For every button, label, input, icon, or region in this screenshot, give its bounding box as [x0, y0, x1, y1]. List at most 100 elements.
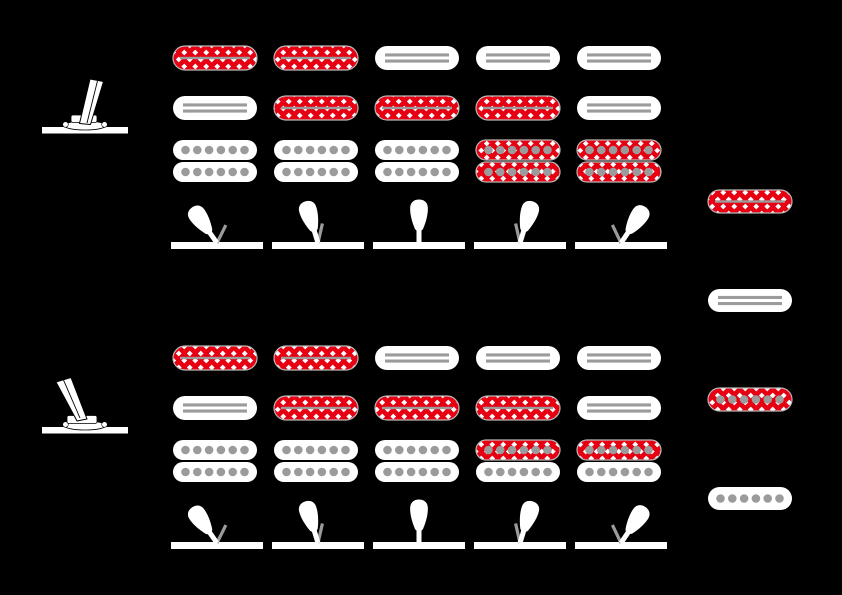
pole-piece-dot	[739, 494, 749, 503]
lever-knob	[618, 505, 650, 545]
pole-piece-dot	[597, 167, 606, 177]
pole-piece-dot	[240, 167, 249, 177]
middle-pickup-active	[475, 395, 561, 421]
pole-piece-dot	[507, 445, 517, 455]
pole-piece-dot	[496, 445, 505, 455]
bridge-humbucker-inner-coil-inactive	[375, 140, 459, 160]
bridge-humbucker-inner-coil-active	[475, 439, 561, 461]
switch-plate	[171, 242, 263, 249]
switch-mode-1-position-5	[575, 46, 667, 249]
pole-piece-dot	[329, 167, 339, 177]
pole-piece-dot	[305, 145, 315, 155]
pole-piece-dot	[763, 395, 772, 404]
pole-piece-dot	[193, 445, 202, 455]
legend	[707, 189, 793, 510]
pole-piece-dot	[496, 167, 505, 177]
switch-plate	[171, 542, 263, 549]
lever-knob	[298, 500, 321, 544]
neck-pickup-active	[172, 345, 258, 371]
pole-piece-dot	[644, 467, 653, 477]
legend-humbucker-coil-active-active	[707, 387, 793, 412]
bridge-humbucker-outer-coil-inactive	[577, 462, 661, 482]
pole-piece-dot	[329, 445, 339, 455]
selector-lever-position-3	[373, 199, 465, 249]
pole-piece-dot	[644, 167, 653, 177]
pole-piece-dot	[531, 145, 540, 155]
pole-piece-dot	[543, 467, 552, 477]
bridge-humbucker-outer-coil-inactive	[375, 162, 459, 182]
pole-piece-dot	[329, 145, 339, 155]
selector-lever-position-5	[575, 505, 667, 549]
pole-piece-dot	[442, 467, 451, 477]
switch-plate	[272, 542, 364, 549]
pole-piece-dot	[496, 467, 505, 477]
pole-piece-dot	[728, 494, 737, 503]
pole-piece-dot	[282, 145, 291, 155]
pole-piece-dot	[383, 145, 392, 155]
pole-piece-dot	[228, 467, 237, 477]
neck-pickup-inactive	[577, 46, 661, 70]
pole-piece-dot	[484, 445, 493, 455]
pole-piece-dot	[383, 445, 392, 455]
pole-piece-dot	[204, 145, 214, 155]
pole-piece-dot	[775, 395, 784, 404]
pole-piece-dot	[228, 145, 237, 155]
pole-piece-dot	[585, 467, 594, 477]
pole-piece-dot	[543, 145, 552, 155]
pole-piece-dot	[632, 145, 641, 155]
pole-piece-dot	[484, 467, 493, 477]
pole-piece-dot	[418, 167, 428, 177]
switch-plate	[373, 242, 465, 249]
pole-piece-dot	[608, 467, 618, 477]
bridge-humbucker-inner-coil-inactive	[274, 140, 358, 160]
switch-plate	[474, 542, 566, 549]
pole-piece-dot	[484, 145, 493, 155]
pole-piece-dot	[317, 145, 327, 155]
pole-piece-dot	[282, 167, 291, 177]
lever-knob	[517, 500, 540, 544]
pole-piece-dot	[543, 445, 552, 455]
pole-piece-dot	[228, 445, 237, 455]
middle-pickup-active	[273, 95, 359, 121]
switch-plate	[575, 242, 667, 249]
bridge-humbucker-outer-coil-inactive	[274, 462, 358, 482]
pole-piece-dot	[383, 467, 392, 477]
pole-piece-dot	[294, 445, 303, 455]
pole-piece-dot	[204, 167, 214, 177]
pole-piece-dot	[418, 467, 428, 477]
pole-piece-dot	[430, 467, 440, 477]
legend-single-coil-inactive-inactive	[708, 289, 792, 312]
pole-piece-dot	[644, 145, 653, 155]
pole-piece-dot	[329, 467, 339, 477]
middle-pickup-active	[374, 395, 460, 421]
pole-piece-dot	[585, 145, 594, 155]
pole-piece-dot	[519, 467, 529, 477]
pole-piece-dot	[585, 445, 594, 455]
neck-pickup-inactive	[375, 346, 459, 370]
legend-humbucker-coil-inactive-inactive	[708, 487, 792, 510]
pole-piece-dot	[305, 445, 315, 455]
lever-knob	[517, 200, 540, 244]
neck-pickup-active	[172, 45, 258, 71]
switch-mode-1-position-3	[373, 46, 465, 249]
pole-piece-dot	[395, 445, 404, 455]
pole-piece-dot	[644, 445, 653, 455]
selector-lever-position-1	[171, 205, 263, 249]
switch-plate	[575, 542, 667, 549]
pole-piece-dot	[305, 467, 315, 477]
middle-pickup-inactive	[173, 396, 257, 420]
switch-mode-1-position-1	[171, 45, 263, 249]
switch-mode-2-position-3	[373, 346, 465, 549]
pole-piece-dot	[739, 395, 749, 404]
pole-piece-dot	[294, 167, 303, 177]
pole-piece-dot	[597, 145, 606, 155]
bridge-humbucker-inner-coil-active	[475, 139, 561, 161]
lever-knob	[618, 205, 650, 245]
pole-piece-dot	[496, 145, 505, 155]
pole-piece-dot	[507, 145, 517, 155]
pole-piece-dot	[216, 467, 226, 477]
lever-knob	[410, 199, 428, 243]
neck-pickup-inactive	[476, 346, 560, 370]
